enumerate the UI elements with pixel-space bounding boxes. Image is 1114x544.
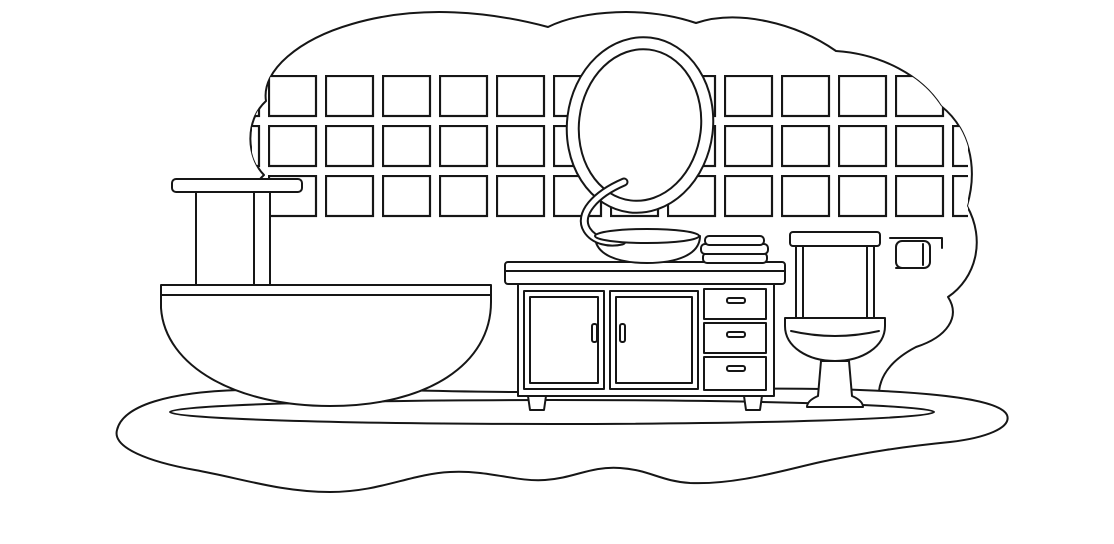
toilet-paper-holder xyxy=(889,237,943,269)
shower-column-shelf xyxy=(171,178,303,193)
towel-stack xyxy=(700,235,769,264)
shower-column-body xyxy=(195,191,271,289)
sink-rim xyxy=(594,228,700,244)
bathtub-body xyxy=(160,284,492,407)
cabinet-door-left xyxy=(523,290,605,390)
drawer-1 xyxy=(703,288,767,320)
cabinet-body xyxy=(517,283,775,397)
floor-line xyxy=(169,399,935,425)
mirror xyxy=(565,36,715,214)
door-handle-right xyxy=(619,323,626,343)
paper-roll xyxy=(895,240,931,269)
shower-column xyxy=(171,178,303,289)
drawer-3-handle xyxy=(726,365,746,372)
cabinet-leg-left xyxy=(527,395,547,411)
floor-blob xyxy=(115,387,1009,493)
toilet-bowl xyxy=(784,317,886,362)
cabinet-door-right-panel xyxy=(615,296,693,384)
drawer-3 xyxy=(703,356,767,391)
toilet-tank xyxy=(795,244,875,319)
drawer-2-handle xyxy=(726,331,746,338)
toilet xyxy=(784,231,886,408)
cabinet-door-right xyxy=(609,290,699,390)
paper-holder-bracket xyxy=(889,237,943,249)
toilet-base xyxy=(806,360,864,408)
toilet-lid xyxy=(789,231,881,247)
toilet-seat-line xyxy=(790,330,880,337)
counter-top xyxy=(504,261,786,285)
faucet-inner xyxy=(581,179,627,245)
drawer-2 xyxy=(703,322,767,354)
cabinet-leg-right xyxy=(743,395,763,411)
mirror-glass xyxy=(577,48,703,202)
towel-top xyxy=(704,235,765,246)
vanity-cabinet xyxy=(504,261,786,411)
mirror-frame xyxy=(565,36,715,214)
sink xyxy=(579,177,701,264)
bathtub xyxy=(160,284,492,407)
door-handle-left xyxy=(591,323,598,343)
drawer-1-handle xyxy=(726,297,746,304)
